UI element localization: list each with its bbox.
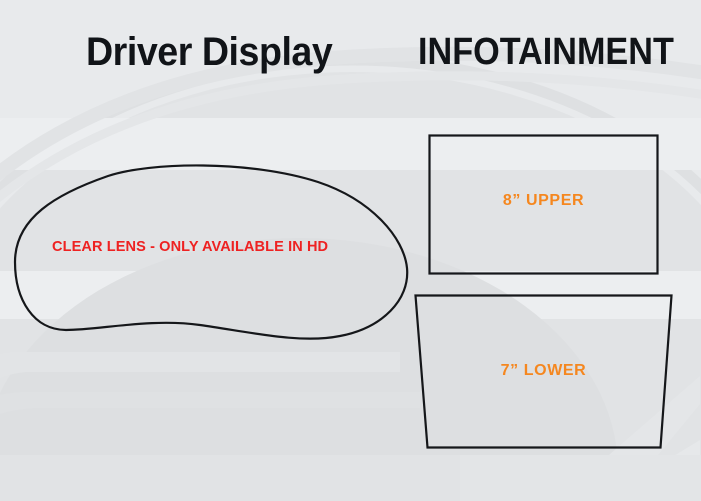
- infotainment-lower-label: 7” LOWER: [500, 362, 587, 379]
- infotainment-upper-label: 8” UPPER: [502, 192, 585, 209]
- infotainment-screen-upper[interactable]: [428, 134, 659, 275]
- page-title-driver-display: Driver Display: [86, 30, 333, 74]
- infotainment-screen-lower[interactable]: [414, 294, 673, 449]
- driver-display-note-label: CLEAR LENS - ONLY AVAILABLE IN HD: [52, 238, 329, 255]
- driver-display-lens-outline[interactable]: [13, 164, 409, 340]
- page-title-infotainment: INFOTAINMENT: [418, 31, 674, 73]
